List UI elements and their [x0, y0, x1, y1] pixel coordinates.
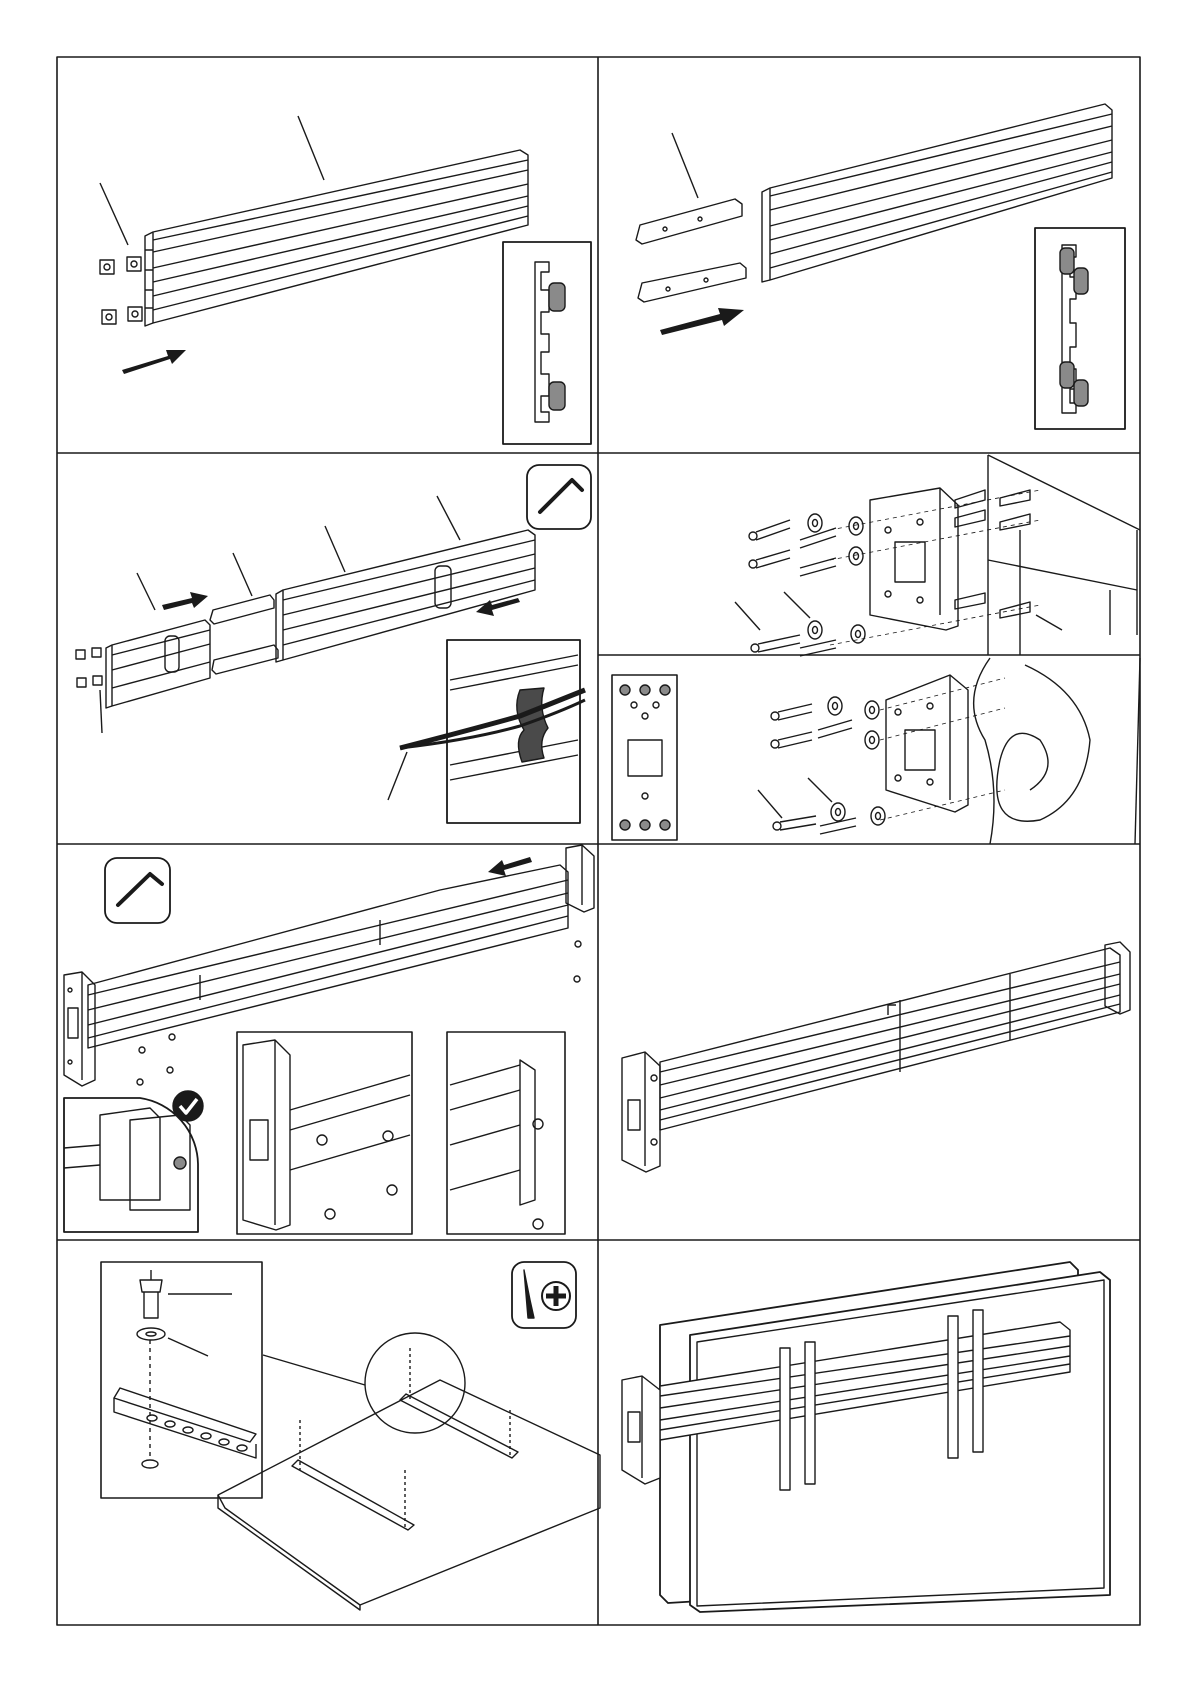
hex-key-icon: [105, 858, 170, 923]
zoom-circle: [365, 1333, 465, 1433]
detail-bracket-right: [447, 1032, 565, 1234]
step-screen-hang: [622, 1262, 1110, 1612]
step-assembled-rail: [622, 942, 1130, 1172]
arrow-icon: [122, 350, 186, 374]
end-bracket: [566, 845, 594, 912]
detail-zoom: [64, 1098, 198, 1232]
screw-icon: [140, 1270, 232, 1318]
connector-bar: [636, 199, 746, 302]
screwdriver-icon: [512, 1262, 576, 1328]
washer-icon: [808, 514, 865, 643]
detail-bracket-left: [237, 1032, 412, 1234]
wall-plate: [886, 675, 968, 812]
washer-icon: [828, 697, 885, 825]
callout-line: [758, 790, 782, 818]
bolt-icon: [771, 704, 856, 834]
callout-line: [808, 778, 832, 802]
connector-bar: [210, 595, 278, 674]
screen: [690, 1272, 1110, 1612]
callout-line: [137, 573, 155, 610]
guide-lines: [880, 678, 1005, 820]
arrow-icon: [162, 592, 520, 616]
callout-line: [100, 183, 128, 245]
step-end-bracket-attach: [64, 845, 594, 1234]
step-screen-bracket-install: [101, 1262, 600, 1610]
end-bracket: [622, 1376, 660, 1484]
anchor-icon: [955, 490, 1030, 618]
callout-line: [233, 553, 252, 596]
arrow-icon: [488, 857, 532, 876]
check-icon: [173, 1091, 203, 1121]
callout-line: [672, 133, 698, 198]
zoom-leader: [263, 1355, 365, 1385]
step-wall-mount-solid: [735, 455, 1140, 656]
rail: [145, 150, 528, 326]
callout-line: [735, 602, 760, 630]
profile-section-icon: [503, 242, 591, 444]
cable-clip-icon: [388, 640, 585, 823]
screen-back: [218, 1348, 600, 1610]
wall-plate: [870, 488, 958, 630]
rail: [106, 620, 210, 708]
profile-section-icon: [1035, 228, 1125, 429]
wall: [974, 658, 1140, 844]
rail-assembly: [88, 865, 568, 1048]
rail: [276, 530, 535, 662]
end-bracket: [622, 1052, 660, 1172]
end-bracket: [64, 972, 95, 1086]
screw-icon: [137, 941, 581, 1085]
detail-zoom: [101, 1262, 262, 1498]
guide-lines: [830, 490, 1040, 645]
arrow-icon: [660, 308, 744, 335]
template-plate-icon: [612, 675, 677, 840]
rail-assembly: [660, 948, 1120, 1130]
callout-line: [784, 592, 810, 618]
hex-key-icon: [527, 465, 591, 529]
callout-line: [437, 496, 460, 540]
step-wall-mount-template: [612, 658, 1140, 844]
wall: [988, 455, 1140, 655]
washer-icon: [137, 1328, 208, 1356]
callout-line: [100, 690, 102, 733]
step-rail-insert-nuts: [100, 116, 591, 444]
callout-line: [1036, 615, 1062, 630]
callout-line: [298, 116, 324, 180]
step-rail-insert-connectors: [636, 104, 1125, 429]
slide-nut-icon: [76, 648, 102, 687]
step-rail-join: [76, 465, 591, 823]
slide-nut-icon: [100, 257, 142, 324]
callout-line: [325, 526, 345, 572]
bolt-icon: [749, 520, 836, 656]
